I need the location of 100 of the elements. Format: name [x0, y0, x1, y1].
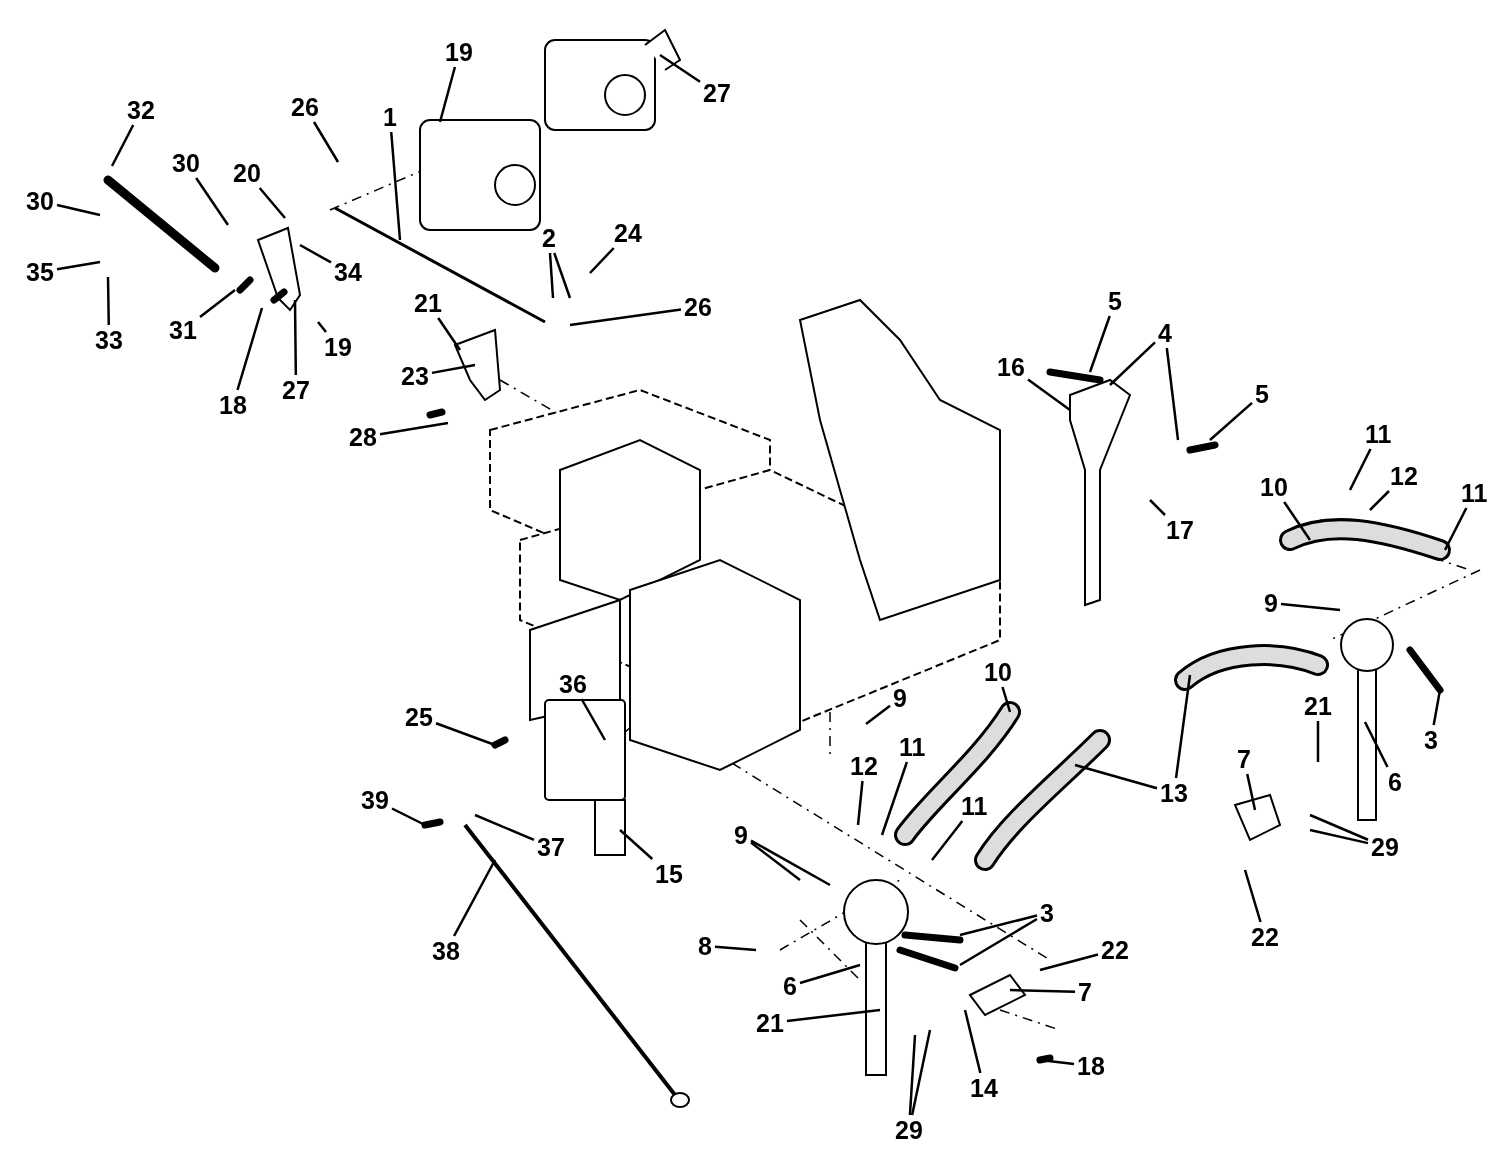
leader-line — [435, 722, 496, 747]
callout-number: 22 — [1100, 937, 1130, 963]
callout-number: 2 — [541, 225, 557, 251]
leader-line — [1149, 499, 1166, 516]
callout-number: 21 — [1303, 693, 1333, 719]
callout-number: 21 — [755, 1010, 785, 1036]
callout-number: 36 — [558, 671, 588, 697]
leader-line — [908, 1034, 917, 1116]
leader-line — [1309, 813, 1369, 841]
leader-line — [786, 1008, 881, 1023]
callout-number: 19 — [323, 334, 353, 360]
callout-number: 1 — [382, 104, 398, 130]
leader-line — [56, 260, 101, 271]
leader-line — [959, 917, 1038, 967]
leader-line — [1283, 501, 1312, 541]
leader-line — [474, 813, 535, 841]
leader-line — [1316, 721, 1320, 762]
leader-line — [580, 698, 607, 741]
callout-number: 37 — [536, 834, 566, 860]
callout-number: 11 — [1364, 421, 1393, 447]
leader-line — [1243, 869, 1262, 923]
callout-number: 9 — [733, 822, 749, 848]
callout-number: 29 — [894, 1117, 924, 1143]
leader-line — [750, 839, 831, 887]
callout-number: 13 — [1159, 780, 1189, 806]
leader-line — [1348, 448, 1372, 491]
callout-number: 14 — [969, 1075, 999, 1101]
callout-number: 4 — [1157, 320, 1173, 346]
callout-number: 26 — [290, 94, 320, 120]
callout-number: 5 — [1254, 381, 1270, 407]
callout-number: 38 — [431, 938, 461, 964]
callout-number: 6 — [782, 973, 798, 999]
leader-line — [1009, 988, 1076, 993]
callout-number: 10 — [983, 659, 1013, 685]
leader-line — [856, 780, 864, 826]
callout-number: 28 — [348, 424, 378, 450]
callout-number: 24 — [613, 220, 643, 246]
callout-number: 12 — [1389, 463, 1419, 489]
leader-line — [317, 321, 327, 333]
callout-number: 30 — [25, 188, 55, 214]
callout-number: 17 — [1165, 517, 1195, 543]
callout-number: 26 — [683, 294, 713, 320]
leader-line — [1363, 721, 1389, 768]
callout-number: 9 — [1263, 590, 1279, 616]
callout-number: 23 — [400, 363, 430, 389]
leader-line — [391, 807, 426, 827]
leader-line — [299, 243, 332, 264]
leader-line — [548, 252, 555, 299]
callout-number: 18 — [1076, 1053, 1106, 1079]
leader-line — [619, 829, 654, 860]
leader-line — [1088, 315, 1111, 373]
leader-line — [1443, 507, 1468, 551]
callout-number: 6 — [1387, 769, 1403, 795]
callout-number: 12 — [849, 753, 879, 779]
leader-line — [553, 252, 572, 299]
leader-line — [312, 121, 340, 163]
leader-line — [110, 124, 135, 167]
callout-number: 7 — [1236, 746, 1252, 772]
leader-line — [293, 300, 298, 375]
callout-number: 30 — [171, 150, 201, 176]
leader-line — [1074, 763, 1158, 790]
callout-number: 27 — [281, 377, 311, 403]
callout-number: 15 — [654, 861, 684, 887]
callout-number: 31 — [168, 317, 198, 343]
leader-line — [880, 761, 909, 836]
leader-line — [195, 177, 230, 226]
callout-number: 33 — [94, 327, 124, 353]
leader-line — [236, 307, 264, 391]
leader-line — [569, 308, 682, 327]
callout-number: 39 — [360, 787, 390, 813]
callout-number: 29 — [1370, 834, 1400, 860]
leader-line — [258, 187, 286, 219]
leader-line — [389, 131, 402, 241]
leader-line — [452, 859, 497, 937]
callout-number: 25 — [404, 704, 434, 730]
leader-line — [589, 247, 615, 274]
leader-line — [56, 203, 101, 217]
leader-line — [1001, 686, 1012, 713]
leader-line — [714, 945, 757, 952]
leader-line — [1174, 674, 1192, 779]
leader-line — [1432, 689, 1442, 726]
leader-line — [1309, 828, 1369, 845]
callout-number: 27 — [702, 80, 732, 106]
leader-line — [659, 53, 701, 83]
callout-number: 21 — [413, 290, 443, 316]
leader-line — [106, 277, 110, 325]
callout-number: 11 — [1460, 480, 1489, 506]
callout-number: 18 — [218, 392, 248, 418]
leader-line — [963, 1009, 982, 1074]
callout-number: 11 — [960, 793, 989, 819]
leader-line — [865, 704, 891, 725]
leader-line — [1280, 602, 1341, 612]
leader-line — [750, 841, 801, 881]
leader-line — [1369, 490, 1390, 511]
callout-number: 3 — [1039, 900, 1055, 926]
leader-line — [199, 289, 236, 318]
callout-number: 10 — [1259, 474, 1289, 500]
callout-number: 9 — [892, 685, 908, 711]
leader-line — [437, 317, 462, 351]
leader-line — [1027, 378, 1071, 411]
